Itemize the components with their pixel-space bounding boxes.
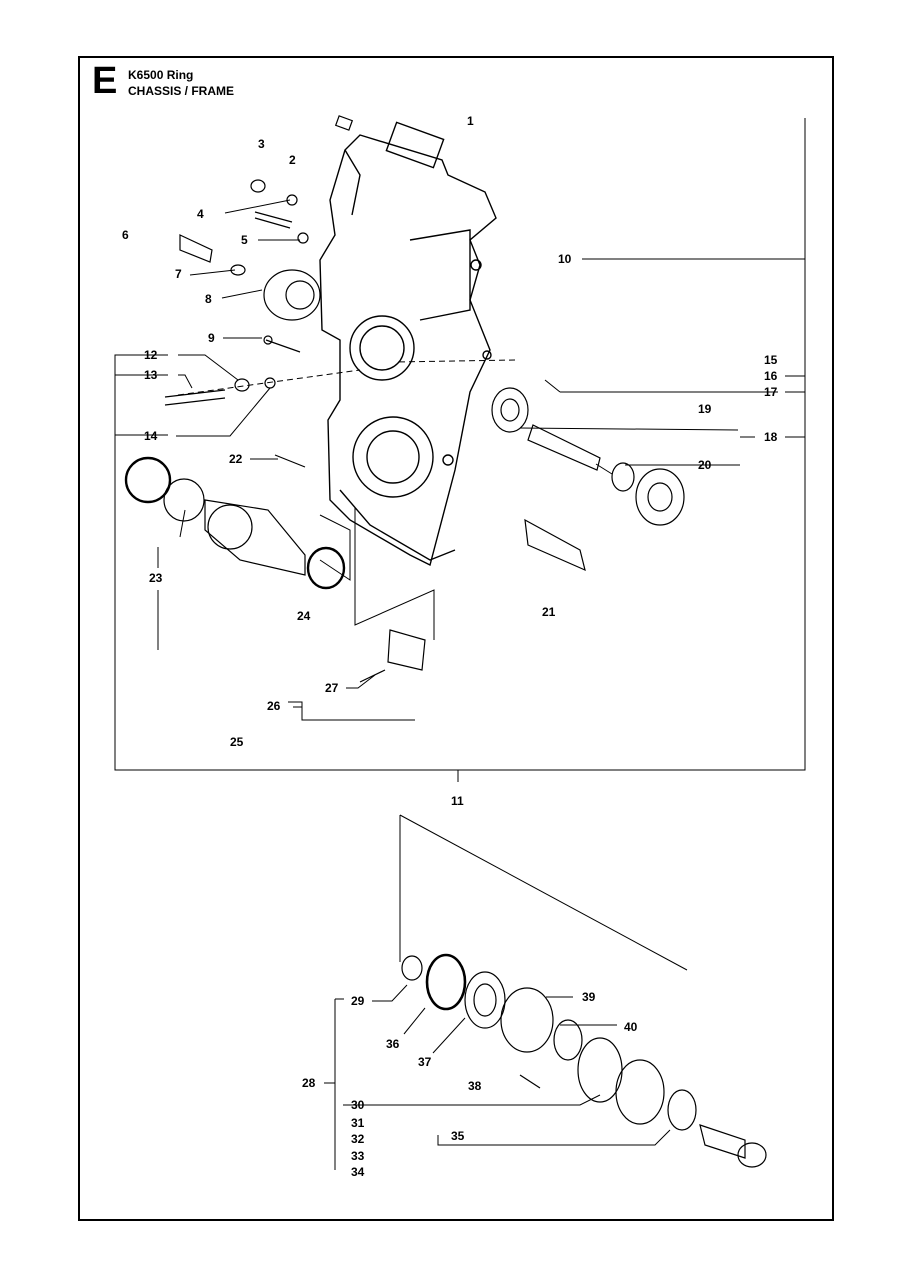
part-label: 22 bbox=[229, 452, 243, 466]
part-label: 24 bbox=[297, 609, 311, 623]
part-label: 21 bbox=[542, 605, 556, 619]
part-label: 7 bbox=[175, 267, 182, 281]
page-frame bbox=[78, 56, 834, 1221]
part-label: 34 bbox=[351, 1165, 365, 1179]
part-label: 33 bbox=[351, 1149, 365, 1163]
part-label: 11 bbox=[451, 794, 464, 808]
leader-lines bbox=[114, 118, 806, 1170]
chassis-frame-drawing bbox=[319, 121, 497, 567]
part-label: 25 bbox=[230, 735, 244, 749]
part-label: 19 bbox=[698, 402, 712, 416]
part-label: 17 bbox=[764, 385, 778, 399]
part-label: 20 bbox=[698, 458, 712, 472]
part-label: 6 bbox=[122, 228, 129, 242]
part-label: 4 bbox=[197, 207, 204, 221]
part-label: 32 bbox=[351, 1132, 365, 1146]
part-label: 23 bbox=[149, 571, 163, 585]
model-name: K6500 Ring bbox=[128, 68, 194, 82]
part-label: 40 bbox=[624, 1020, 638, 1034]
part-label: 30 bbox=[351, 1098, 365, 1112]
section-letter: E bbox=[92, 60, 118, 102]
part-number-labels: 1 2 3 4 5 6 7 8 9 10 11 12 13 14 15 16 1… bbox=[122, 114, 778, 1179]
part-label: 39 bbox=[582, 990, 596, 1004]
part-label: 14 bbox=[144, 429, 158, 443]
part-label: 16 bbox=[764, 369, 778, 383]
part-label: 37 bbox=[418, 1055, 432, 1069]
part-label: 15 bbox=[764, 353, 778, 367]
part-label: 2 bbox=[289, 153, 296, 167]
part-label: 27 bbox=[325, 681, 339, 695]
part-label: 31 bbox=[351, 1116, 365, 1130]
part-label: 18 bbox=[764, 430, 778, 444]
parts-drawing bbox=[124, 115, 767, 1168]
part-label: 8 bbox=[205, 292, 212, 306]
part-label: 9 bbox=[208, 331, 215, 345]
part-label: 28 bbox=[302, 1076, 316, 1090]
part-label: 26 bbox=[267, 699, 281, 713]
part-label: 10 bbox=[558, 252, 572, 266]
part-label: 1 bbox=[467, 114, 474, 128]
part-label: 13 bbox=[144, 368, 158, 382]
part-label: 36 bbox=[386, 1037, 400, 1051]
part-label: 29 bbox=[351, 994, 365, 1008]
part-label: 35 bbox=[451, 1129, 465, 1143]
part-label: 12 bbox=[144, 348, 158, 362]
part-label: 5 bbox=[241, 233, 248, 247]
part-label: 38 bbox=[468, 1079, 482, 1093]
part-label: 3 bbox=[258, 137, 265, 151]
diagram-subtitle: CHASSIS / FRAME bbox=[128, 84, 235, 98]
